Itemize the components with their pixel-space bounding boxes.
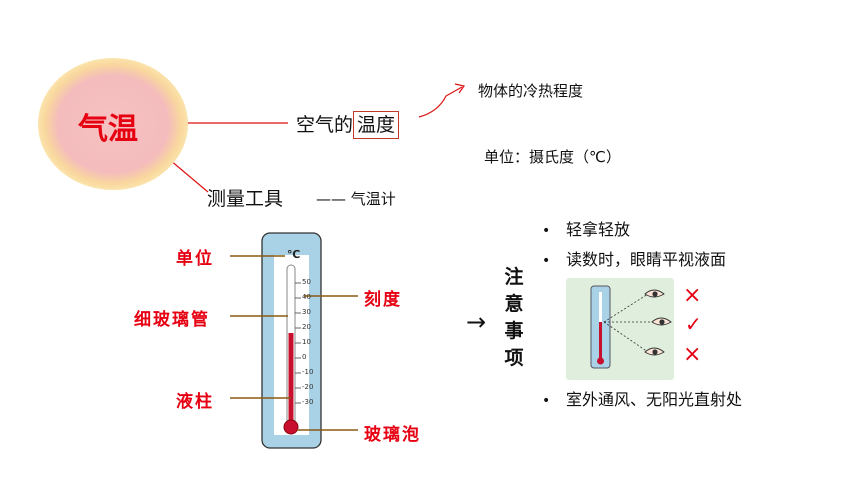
scale-tick-label: -20 xyxy=(302,383,314,391)
definition-prefix: 空气的 xyxy=(296,114,354,136)
note-item-text: 室外通风、无阳光直射处 xyxy=(566,390,743,409)
liquid-column xyxy=(288,333,294,425)
sight-line-high xyxy=(603,293,649,323)
definition-highlight: 温度 xyxy=(353,111,400,139)
label-bulb: 玻璃泡 xyxy=(364,425,421,445)
glass-bulb xyxy=(283,419,299,435)
eye-icon xyxy=(644,289,665,298)
definition: 空气的温度 xyxy=(296,110,400,139)
sight-line-low xyxy=(603,321,649,353)
measure-label: 测量工具 xyxy=(207,188,284,210)
page-title: 气温 xyxy=(78,112,138,147)
scale-tick-label: 50 xyxy=(302,278,311,286)
meaning-text: 物体的冷热程度 xyxy=(478,82,584,100)
meaning-arrowhead xyxy=(454,83,466,94)
notes-heading: 注意事项 xyxy=(504,266,524,369)
note-item-text: 轻拿轻放 xyxy=(566,220,631,239)
eye-icon xyxy=(644,347,665,356)
eye-icon xyxy=(651,317,672,326)
notes-arrow: → xyxy=(466,308,487,336)
note-item-text: 读数时，眼睛平视液面 xyxy=(566,250,727,269)
check-mark: ✓ xyxy=(685,312,702,336)
label-unit: 单位 xyxy=(176,249,214,269)
measure-connector xyxy=(169,159,209,193)
unit-text: 单位：摄氏度（℃） xyxy=(484,148,621,166)
label-scale: 刻度 xyxy=(364,290,402,310)
scale-tick-label: 40 xyxy=(302,293,311,301)
mini-liquid xyxy=(599,322,602,360)
scale-tick-label: 20 xyxy=(302,323,311,331)
scale-tick-label: -30 xyxy=(302,398,314,406)
wrong-mark: × xyxy=(683,342,702,367)
note-item: •室外通风、无阳光直射处 xyxy=(542,390,743,409)
meaning-arrow xyxy=(418,86,463,118)
scale-tick-label: 30 xyxy=(302,308,311,316)
scale-tick-label: -10 xyxy=(302,368,314,376)
scale-tick-label: 10 xyxy=(302,338,311,346)
scale-tick-marks xyxy=(295,282,301,404)
mini-bulb xyxy=(597,357,604,365)
wrong-mark: × xyxy=(683,283,702,308)
label-tube: 细玻璃管 xyxy=(134,310,210,330)
scale-tick-label: 0 xyxy=(302,353,307,361)
thermometer-unit-symbol: ℃ xyxy=(287,248,301,261)
note-item: •轻拿轻放 •读数时，眼睛平视液面 xyxy=(542,220,727,269)
label-column: 液柱 xyxy=(176,392,214,412)
measure-tool: —— 气温计 xyxy=(316,190,396,208)
title-sun-circle xyxy=(38,58,188,190)
